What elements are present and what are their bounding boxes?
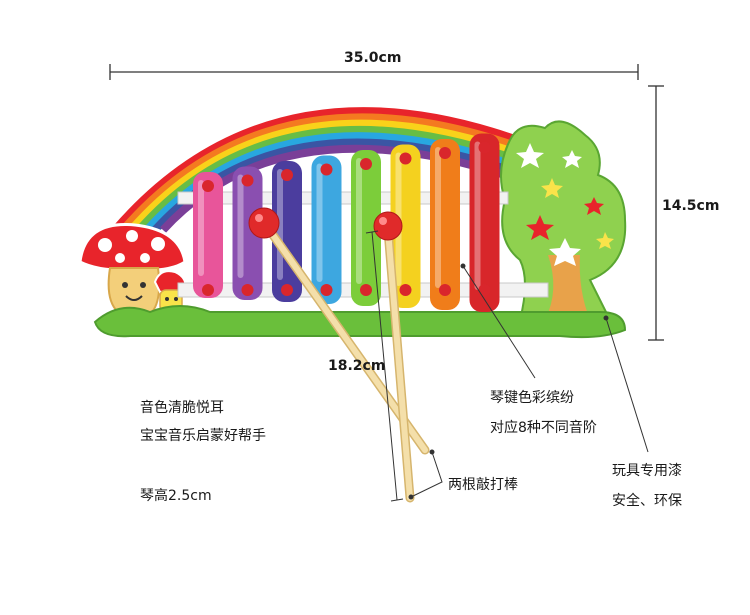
mallet-head-2 bbox=[373, 211, 403, 241]
callout-lines bbox=[408, 263, 649, 500]
bar-peg bbox=[320, 284, 333, 296]
bar-peg bbox=[202, 284, 214, 296]
mallets bbox=[248, 207, 430, 503]
xylophone-bar bbox=[469, 133, 500, 312]
mallet-length-label: 18.2cm bbox=[328, 358, 386, 374]
bar-peg bbox=[399, 284, 412, 296]
bar-peg bbox=[439, 284, 451, 296]
height-dimension-line bbox=[648, 85, 664, 341]
xylophone-bar bbox=[430, 139, 460, 310]
bar-peg bbox=[478, 284, 491, 296]
xylophone-bar bbox=[193, 172, 223, 298]
height-label: 14.5cm bbox=[662, 198, 720, 214]
mushroom-decoration bbox=[78, 222, 187, 313]
bar-peg bbox=[360, 158, 372, 170]
paint-callout-line2: 安全、环保 bbox=[612, 493, 682, 509]
bar-peg bbox=[241, 284, 254, 296]
tree-decoration bbox=[500, 120, 627, 321]
width-dimension-line bbox=[109, 64, 639, 80]
bar-peg bbox=[360, 284, 372, 296]
green-grass-base bbox=[93, 305, 627, 339]
tone-callout-line1: 音色清脆悦耳 bbox=[140, 400, 224, 416]
bar-peg bbox=[439, 147, 451, 159]
xylophone-bar bbox=[311, 155, 342, 304]
bar-peg bbox=[202, 180, 214, 192]
paint-callout-line1: 玩具专用漆 bbox=[612, 463, 682, 479]
bar-peg bbox=[281, 169, 293, 181]
tone-callout-line2: 宝宝音乐启蒙好帮手 bbox=[140, 428, 266, 444]
key-callout-line1: 琴键色彩缤纷 bbox=[490, 390, 574, 406]
mallet-length-dimension-line bbox=[365, 230, 404, 502]
key-callout-line2: 对应8种不同音阶 bbox=[490, 420, 597, 436]
mallets-callout: 两根敲打棒 bbox=[448, 477, 518, 493]
bar-peg bbox=[478, 141, 491, 154]
bar-peg bbox=[241, 174, 254, 187]
rainbow-band bbox=[111, 107, 592, 233]
xylophone-bar bbox=[351, 150, 381, 306]
xylophone-bar bbox=[232, 166, 263, 300]
mallet-head-1 bbox=[248, 207, 280, 239]
height-note-callout: 琴高2.5cm bbox=[140, 488, 212, 504]
bar-peg bbox=[320, 163, 333, 176]
bar-peg bbox=[399, 152, 412, 165]
rainbow-band bbox=[119, 113, 584, 233]
bar-peg bbox=[281, 284, 293, 296]
width-label: 35.0cm bbox=[344, 50, 402, 66]
